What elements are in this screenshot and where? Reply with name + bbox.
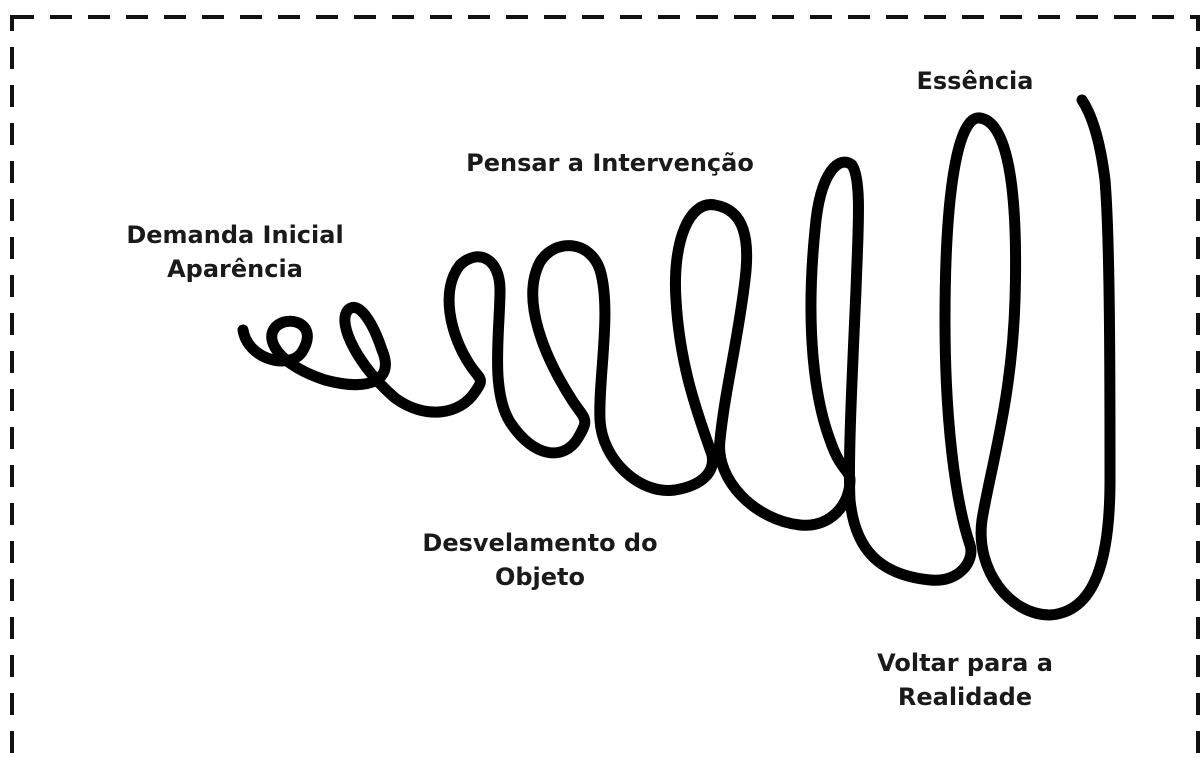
label-voltar-realidade: Voltar para a Realidade [835,646,1095,714]
label-essencia-line1: Essência [880,64,1070,98]
label-essencia: Essência [880,64,1070,98]
label-demanda-inicial: Demanda Inicial Aparência [95,218,375,286]
label-desvelamento-line2: Objeto [390,560,690,594]
label-desvelamento-line1: Desvelamento do [390,526,690,560]
label-demanda-line1: Demanda Inicial [95,218,375,252]
label-voltar-line1: Voltar para a [835,646,1095,680]
label-pensar-line1: Pensar a Intervenção [430,146,790,180]
label-voltar-line2: Realidade [835,680,1095,714]
label-desvelamento: Desvelamento do Objeto [390,526,690,594]
label-pensar-intervencao: Pensar a Intervenção [430,146,790,180]
label-demanda-line2: Aparência [95,252,375,286]
